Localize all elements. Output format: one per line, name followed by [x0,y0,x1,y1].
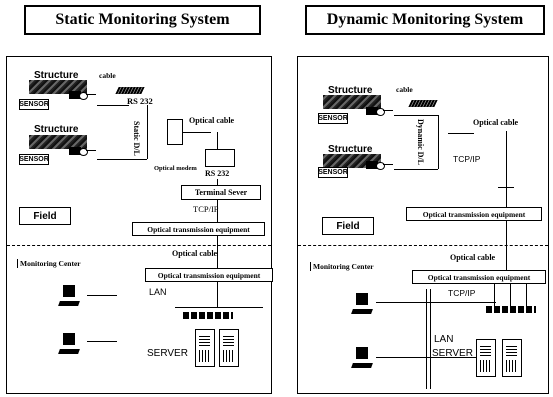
optical-cable-line [448,133,474,134]
optical-transmission-equipment-field: Optical transmission equipment [132,222,265,236]
lan-label: LAN [434,334,454,345]
lan-line [175,307,263,308]
network-hub-icon [183,312,233,319]
optical-cable-link-label: Optical cable [450,253,496,262]
cable-line [97,159,147,160]
server-label: SERVER [147,348,188,359]
network-hub-icon [486,306,536,313]
monitoring-center-label: Monitoring Center [17,259,81,268]
cable-label: cable [99,71,116,80]
static-dl-label: Static D/L [132,121,141,156]
optical-cable-link-label: Optical cable [172,249,218,258]
optical-link-line [217,236,218,268]
optical-modem-label: Optical modem [154,165,197,172]
structure-label: Structure [34,70,79,81]
workstation-icon [351,293,373,317]
cable-line [97,105,129,106]
field-label: Field [19,207,71,225]
lan-line [376,302,496,303]
server-icon [476,339,496,377]
lan-backbone-line [426,289,427,389]
structure-block [29,135,87,149]
workstation-icon [351,347,373,371]
lan-label: LAN [149,287,167,297]
sensor-box: SENSOR [318,113,348,124]
optical-transmission-equipment-center: Optical transmission equipment [412,270,546,284]
tcp-ip-top-label: TCP/IP [453,154,481,164]
cable-line [147,105,148,159]
optical-cable-label: Optical cable [473,118,519,127]
lan-line [217,282,218,307]
sensor-box: SENSOR [19,154,49,165]
optical-transmission-equipment-field: Optical transmission equipment [406,207,542,221]
workstation-line [87,341,117,342]
cable-line [394,115,438,116]
structure-label: Structure [34,124,79,135]
lan-backbone-line [430,289,431,389]
optical-link-line [506,221,507,271]
cable-label: cable [396,85,413,94]
monitoring-center-label: Monitoring Center [310,262,374,271]
optical-modem-box-2 [205,149,235,167]
cable-line [217,179,218,185]
server-icon [502,339,522,377]
optical-cable-line [183,132,211,133]
lan-line [376,357,476,358]
terminal-server-box: Terminal Sever [181,185,261,200]
tcp-ip-label: TCP/IP [193,204,219,214]
field-center-separator [7,245,271,246]
cable-line [217,132,218,149]
workstation-icon [58,285,80,309]
dynamic-monitoring-title: Dynamic Monitoring System [305,5,545,35]
field-center-separator [298,245,548,246]
static-monitoring-title: Static Monitoring System [24,5,261,35]
optical-modem-box [167,119,183,145]
cable-line [394,169,438,170]
server-icon [195,329,215,367]
optical-cable-line [506,195,507,207]
lan-line [526,284,527,306]
cable-line [217,200,218,222]
lan-line [494,284,495,306]
cable-icon [115,87,145,94]
static-system-diagram: Structure SENSOR cable Structure SENSOR … [6,56,273,394]
field-label: Field [322,217,374,235]
structure-block [323,95,381,109]
optical-cable-line [506,131,507,195]
dynamic-system-diagram: Structure SENSOR cable Structure SENSOR … [297,56,549,394]
workstation-icon [58,333,80,357]
optical-transmission-equipment-center: Optical transmission equipment [145,268,273,282]
structure-label: Structure [328,144,373,155]
structure-block [29,80,87,94]
structure-label: Structure [328,85,373,96]
server-icon [219,329,239,367]
server-label: SERVER [432,348,473,359]
dynamic-dl-label: Dynamic D/L [416,119,425,165]
rs232-label-bottom: RS 232 [205,169,230,178]
cable-line [438,115,439,169]
optical-cable-label: Optical cable [189,116,235,125]
sensor-box: SENSOR [318,167,348,178]
lan-line [510,284,511,306]
workstation-line [87,295,117,296]
cable-icon [408,100,438,107]
sensor-box: SENSOR [19,99,49,110]
tcp-ip-bottom-label: TCP/IP [448,288,476,298]
rs232-label: RS 232 [127,96,153,106]
optical-cable-line [498,187,514,188]
